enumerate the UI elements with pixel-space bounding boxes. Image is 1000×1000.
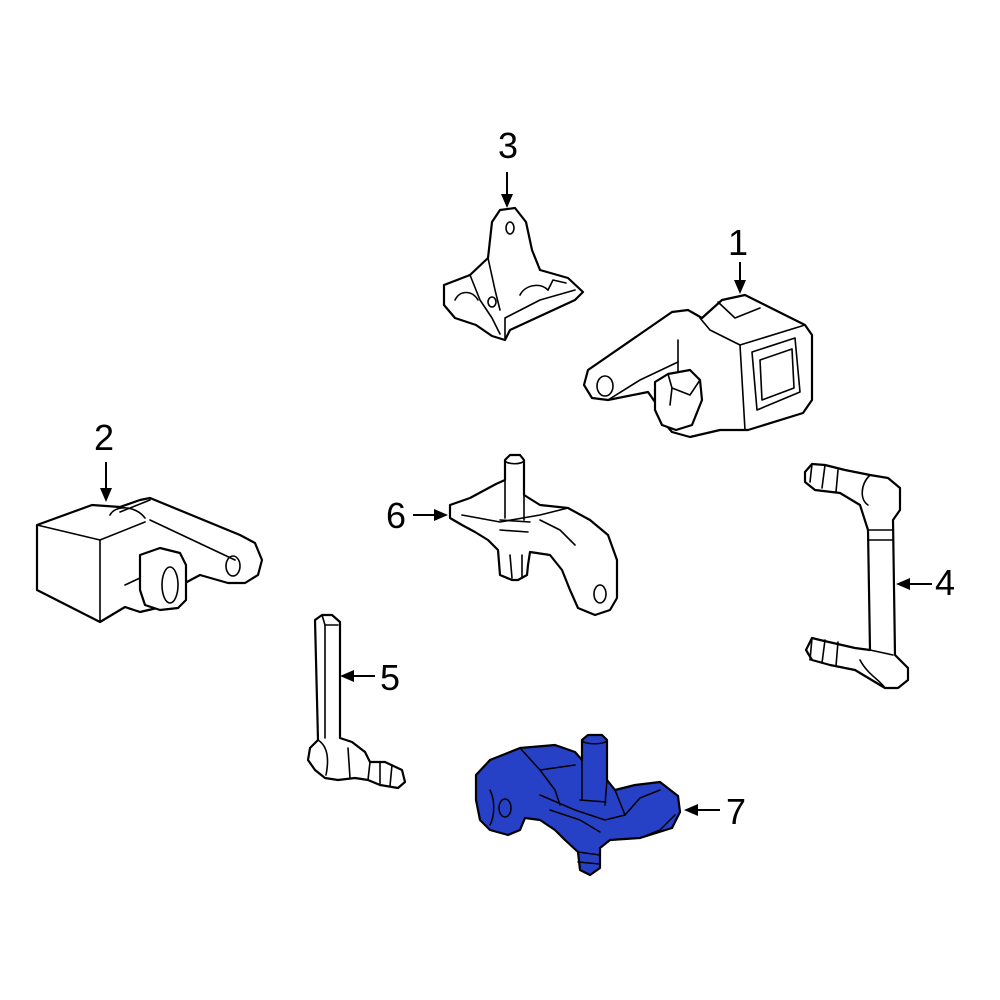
callout-label-6: 6 bbox=[386, 495, 406, 536]
callout-7: 7 bbox=[684, 791, 746, 832]
part-4-link[interactable] bbox=[803, 462, 910, 690]
part-1-sensor[interactable] bbox=[582, 293, 814, 439]
callout-label-3: 3 bbox=[498, 125, 518, 166]
part-7-bracket-highlighted[interactable] bbox=[474, 733, 682, 877]
callout-label-7: 7 bbox=[726, 791, 746, 832]
callout-label-5: 5 bbox=[380, 657, 400, 698]
callout-6: 6 bbox=[386, 495, 448, 536]
callout-4: 4 bbox=[896, 562, 955, 603]
callout-2: 2 bbox=[94, 417, 114, 502]
part-2-sensor[interactable] bbox=[35, 496, 264, 624]
part-6-bracket[interactable] bbox=[448, 453, 619, 617]
part-3-bracket[interactable] bbox=[442, 206, 585, 342]
callout-label-4: 4 bbox=[935, 562, 955, 603]
callout-1: 1 bbox=[728, 222, 748, 294]
part-5-link[interactable] bbox=[306, 613, 407, 790]
callout-label-2: 2 bbox=[94, 417, 114, 458]
callout-3: 3 bbox=[498, 125, 518, 208]
callout-5: 5 bbox=[340, 657, 400, 698]
callout-label-1: 1 bbox=[728, 222, 748, 263]
